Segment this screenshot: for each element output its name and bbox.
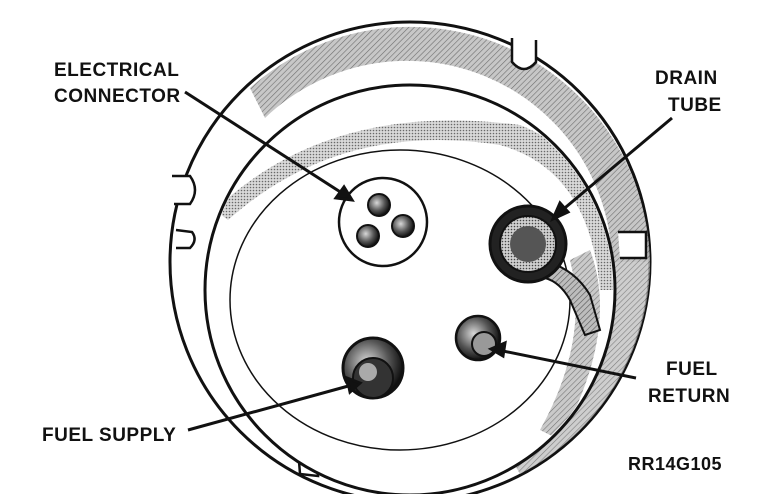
fuel-return-fitting [454, 314, 502, 362]
inner-cup [203, 83, 617, 494]
notch-top [510, 38, 538, 71]
leader-fuel-supply [187, 383, 353, 432]
label-drain-tube-line1: DRAIN [655, 68, 718, 89]
notch-left [172, 174, 197, 206]
notch-right [618, 230, 648, 260]
leader-drain-tube [559, 116, 673, 214]
arrowhead-electrical-connector [333, 184, 355, 202]
connector-pin [367, 193, 391, 217]
electrical-connector [337, 176, 429, 268]
label-electrical-connector-line1: ELECTRICAL [54, 60, 179, 81]
label-drain-tube-line2: TUBE [668, 95, 722, 116]
drain-tube [488, 204, 602, 337]
flange-shading [250, 26, 650, 263]
arrowhead-fuel-supply [344, 375, 363, 395]
leader-lines [184, 90, 673, 432]
label-fuel-supply: FUEL SUPPLY [42, 425, 176, 446]
inner-wall-shading [215, 120, 613, 290]
connector-pin [391, 214, 415, 238]
leader-electrical-connector [184, 90, 346, 197]
drain-hose [543, 260, 602, 337]
figure-id: RR14G105 [628, 454, 722, 474]
arrowhead-drain-tube [550, 200, 571, 223]
notch-left-lower [175, 228, 196, 250]
connector-pin [356, 224, 380, 248]
label-electrical-connector-line2: CONNECTOR [54, 86, 181, 107]
label-fuel-return-line2: RETURN [648, 386, 730, 407]
label-fuel-return-line1: FUEL [666, 359, 718, 380]
leader-fuel-return [497, 348, 637, 380]
arrowhead-fuel-return [487, 340, 507, 359]
